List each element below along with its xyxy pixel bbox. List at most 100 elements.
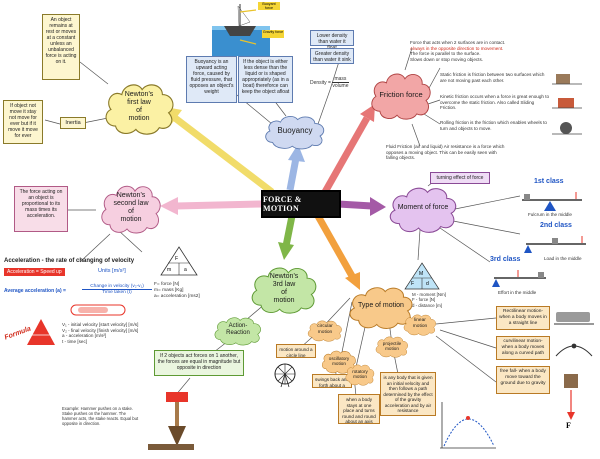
class1-lever [522, 192, 582, 211]
linear-cloud[interactable]: linear motion [402, 312, 438, 336]
inertia-note: If object not move it stay not move for … [8, 103, 38, 139]
central-topic-title: FORCE & MOTION [263, 195, 302, 213]
moment-triangle [404, 262, 440, 290]
velocity-legend-3: a - acceleration [m/s²] [62, 333, 107, 338]
action-reaction-label: Action- Reaction [226, 323, 250, 336]
friction-title: Friction force [379, 89, 423, 99]
density-formula: Density = mass volume [310, 76, 360, 89]
fma-legend-2: m= mass [Kg] [154, 287, 184, 293]
arrow-to-motion [314, 214, 356, 278]
class3-label: 3rd class [490, 256, 521, 263]
arrowhead-motion [345, 272, 360, 290]
moment-cloud[interactable]: Moment of force [386, 182, 460, 234]
moment-tri-right: d [426, 281, 429, 287]
rotatory-cloud[interactable]: rotatory motion [344, 362, 376, 386]
avg-acceleration-label: Average acceleration (a) = [4, 288, 66, 294]
fulcrum-middle-label: Fulcrum in the middle [528, 212, 572, 217]
fma-triangle [160, 246, 198, 276]
friction-intro-2: Always in the opposite direction to move… [410, 45, 504, 51]
motion-types-title: Type of motion [358, 301, 404, 309]
acceleration-units: Units [m/s²] [98, 268, 126, 274]
avg-acceleration-numerator: Change in velocity (v₂-v₁) [82, 284, 152, 290]
projectile-cloud-shape [375, 336, 408, 358]
effort-middle-label: Effort in the middle [498, 290, 537, 295]
newton3-definition: If 2 objects act forces on 1 another, th… [157, 353, 241, 371]
friction-intro: Force that acts when 2 surfaces are in c… [410, 40, 560, 62]
svg-text:F: F [566, 421, 571, 430]
gravity-force-label: Gravity force [262, 30, 284, 38]
motion-types-cloud[interactable]: Type of motion [346, 282, 416, 330]
inertia-note-box: If object not move it stay not move for … [3, 100, 43, 144]
newton3-cloud[interactable]: Newton's 3rd law of motion [248, 262, 320, 316]
projectile-note-box: is any body that is given an initial vel… [380, 372, 436, 416]
train-icon [554, 312, 594, 325]
density-denominator: volume [332, 83, 349, 89]
newton2-cloud[interactable]: Newton's second law of motion [98, 180, 164, 236]
newton3-cloud-shape [251, 267, 317, 314]
fma-tri-left: m [167, 267, 172, 273]
newton1-title: Newton's first law of motion [124, 90, 154, 123]
buoyancy-title: Buoyancy [277, 126, 313, 136]
arrow-to-moment [337, 200, 373, 210]
velocity-legend: V₁ - initial velocity [start velocity] [… [62, 322, 162, 344]
moment-tri-top: M [419, 271, 424, 277]
fma-legend-1: F= force [N] [154, 282, 180, 287]
circular-label: circular motion [317, 324, 333, 335]
curved-path-icon [555, 343, 593, 357]
projectile-path-illustration [440, 402, 496, 449]
class2-lever [524, 236, 586, 253]
moment-cloud-shape [389, 187, 457, 233]
turning-effect-box: turning effect of force [430, 172, 490, 184]
inertia-box: Inertia [60, 117, 86, 129]
buoyancy-float-box: If the object is either less dense than … [238, 56, 293, 103]
curvilinear-box: curvilinear motion-when a body moves alo… [496, 336, 550, 360]
action-reaction-cloud-shape [214, 317, 261, 346]
oscillatory-note: swings back and forth about a [315, 377, 349, 388]
arrow-to-buoyancy [286, 157, 300, 191]
rotatory-note-box: when a body stays at one place and turns… [338, 394, 380, 424]
density-numerator: mass [332, 76, 349, 83]
rotatory-note: when a body stays at one place and turns… [342, 397, 376, 424]
acceleration-triangle [27, 319, 55, 345]
buoyancy-cloud-shape [265, 116, 325, 150]
linear-label: linear motion [412, 318, 428, 329]
arrowhead-friction [360, 104, 375, 122]
buoyancy-cloud[interactable]: Buoyancy [262, 112, 328, 150]
oscillatory-cloud[interactable]: oscillatory motion [320, 348, 358, 374]
newton2-definition-box: The force acting on an object is proport… [14, 186, 68, 232]
circular-cloud[interactable]: circular motion [306, 318, 344, 342]
newton1-cloud[interactable]: Newton's first law of motion [100, 78, 178, 136]
circular-note-box: motion around a circle line [276, 344, 316, 358]
friction-intro-4: Slows down or stop moving objects. [410, 56, 484, 62]
arrow-to-friction [321, 116, 371, 194]
newton1-definition: An object remains at rest or moves at a … [45, 17, 77, 65]
rotatory-label: rotatory motion [352, 368, 368, 379]
projectile-cloud[interactable]: projectile motion [374, 334, 410, 358]
velocity-legend-4: t - time [sec] [62, 338, 88, 344]
fma-legend: F= force [N] m= mass [Kg] a= acceleratio… [154, 282, 210, 299]
rectilinear-note: Rectilinear motion-when a body moves in … [499, 309, 547, 326]
moment-legend-3: d - distance [m] [412, 302, 443, 308]
rotatory-cloud-shape [345, 364, 375, 386]
friction-cloud[interactable]: Friction force [368, 68, 434, 122]
action-reaction-cloud[interactable]: Action- Reaction [212, 314, 264, 346]
newton1-definition-box: An object remains at rest or moves at a … [42, 14, 80, 80]
newton3-title: Newton's 3rd law of motion [269, 272, 299, 305]
circular-cloud-shape [307, 320, 342, 342]
linear-cloud-shape [403, 314, 436, 336]
moment-tri-left: F [411, 281, 415, 287]
oscillatory-cloud-shape [321, 350, 356, 374]
newton2-cloud-shape [101, 185, 161, 234]
class2-label: 2nd class [540, 222, 572, 229]
buoyant-force-label: Buoyant force [258, 2, 280, 10]
class3-lever [492, 270, 546, 287]
buoyancy-float-note: If the object is either less dense than … [241, 59, 290, 95]
central-topic-box[interactable]: FORCE & MOTION [261, 190, 341, 218]
load-middle-label: Load in the middle [544, 256, 582, 261]
ferris-wheel-icon [274, 363, 296, 388]
freefall-note: free fall- when a body move toward the g… [500, 369, 546, 386]
arrowhead-newton2 [160, 197, 178, 215]
newton2-title: Newton's second law of motion [113, 191, 149, 224]
avg-acceleration-fraction: Change in velocity (v₂-v₁) Time taken (t… [82, 284, 152, 295]
